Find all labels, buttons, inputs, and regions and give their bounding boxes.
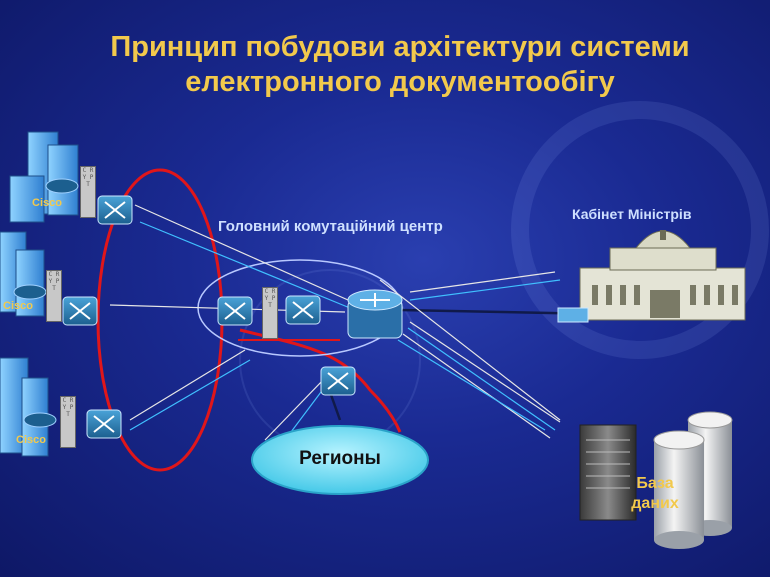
switch-icon-3 (86, 409, 122, 439)
server-icon (579, 424, 637, 521)
cisco-label-1: Cisco (32, 197, 62, 209)
switch-icon-1 (97, 195, 133, 225)
page-title: Принцип побудови архітектури системи еле… (110, 31, 690, 98)
cabinet-label: Кабінет Міністрів (572, 206, 692, 222)
switch-icon-regions (320, 366, 356, 396)
database-label: База даних (631, 475, 679, 512)
office-building-2 (0, 231, 47, 317)
crypt-device-icon-2: C R Y P T (46, 270, 62, 322)
database-cylinder-icon (653, 411, 733, 549)
office-building-3 (0, 357, 57, 457)
switch-icon-center-2 (285, 295, 321, 325)
red-link-regions (239, 328, 402, 433)
switch-icon-2 (62, 296, 98, 326)
regions-node (251, 425, 429, 495)
crypt-device-icon-1: C R Y P T (80, 166, 96, 218)
cisco-label-2: Cisco (3, 300, 33, 312)
office-building-1 (9, 131, 79, 223)
center-label: Головний комутаційний центр (218, 218, 443, 235)
router-icon-central (347, 289, 403, 339)
cisco-label-3: Cisco (16, 434, 46, 446)
regions-label: Регионы (299, 448, 381, 469)
crypt-device-icon-center: C R Y P T (262, 287, 278, 339)
government-building-icon (557, 230, 746, 323)
switch-icon-center-1 (217, 296, 253, 326)
crypt-device-icon-3: C R Y P T (60, 396, 76, 448)
